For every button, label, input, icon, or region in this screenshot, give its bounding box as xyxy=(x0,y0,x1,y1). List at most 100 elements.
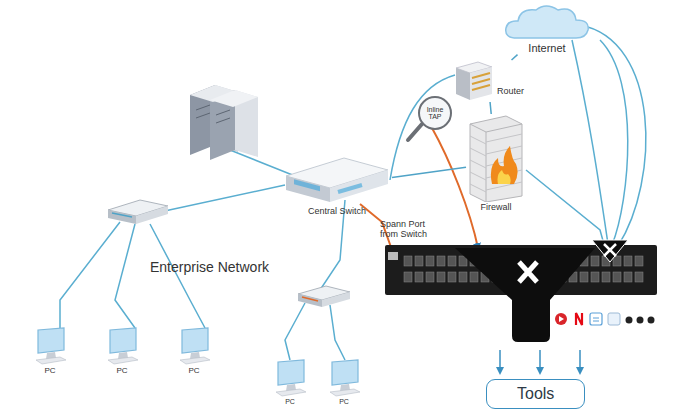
tool-arrows-part xyxy=(539,350,541,372)
port xyxy=(624,256,632,266)
app-icons-part xyxy=(648,317,655,324)
magnifier-handle xyxy=(408,124,422,140)
cloud-icon xyxy=(502,2,592,42)
port xyxy=(415,272,423,282)
network-wires-part xyxy=(526,170,605,248)
port xyxy=(426,256,434,266)
firewall-icon-part xyxy=(470,116,522,202)
router-node: Router xyxy=(452,60,524,102)
network-wires-part xyxy=(580,25,646,246)
port xyxy=(404,256,412,266)
app-icons-part xyxy=(590,313,602,325)
node-label: Router xyxy=(497,86,524,96)
app-icons-part xyxy=(637,317,644,324)
pc-node: PC xyxy=(100,326,144,375)
pc-icon-part xyxy=(330,389,360,396)
port xyxy=(459,272,467,282)
access-switch-part xyxy=(302,297,318,301)
port xyxy=(635,256,643,266)
port xyxy=(613,272,621,282)
port xyxy=(602,272,610,282)
node-label: Firewall xyxy=(480,202,511,212)
switch-icon-part xyxy=(330,170,388,202)
node-label: PC xyxy=(116,366,127,375)
packet-broker-part xyxy=(455,248,595,342)
network-wires-part xyxy=(230,150,300,178)
firewall-icon xyxy=(466,114,526,202)
router-icon xyxy=(452,60,494,102)
cloud-icon-part xyxy=(506,6,589,38)
port xyxy=(437,256,445,266)
router-icon-part xyxy=(456,68,470,100)
router-icon-part xyxy=(472,73,490,90)
network-wires-part xyxy=(160,185,285,212)
network-wires-part xyxy=(60,222,120,328)
pc-node: PC xyxy=(322,358,366,406)
packet-broker-part xyxy=(519,262,537,282)
server-rack xyxy=(190,85,258,160)
access-switch-part xyxy=(322,292,350,307)
port xyxy=(448,256,456,266)
tool-arrows xyxy=(500,350,580,372)
node-label: PC xyxy=(44,366,55,375)
firewall-icon-part xyxy=(470,124,522,202)
port xyxy=(624,272,632,282)
port xyxy=(635,272,643,282)
pc-node: PC xyxy=(28,326,72,375)
port xyxy=(591,256,599,266)
port xyxy=(470,272,478,282)
firewall-icon-part xyxy=(491,146,518,184)
tap-leads xyxy=(360,128,478,250)
pc-icon xyxy=(102,326,142,366)
packet-broker-part xyxy=(388,252,398,260)
firewall-icon-part xyxy=(470,134,522,192)
server-rack-part xyxy=(210,90,258,107)
network-wires-part xyxy=(150,224,205,328)
switch-icon xyxy=(282,154,392,206)
firewall-node: Firewall xyxy=(466,114,526,212)
router-icon-part xyxy=(470,67,492,100)
pc-icon xyxy=(30,326,70,366)
region-label: Enterprise Network xyxy=(150,259,269,275)
pc-icon-part xyxy=(38,328,64,353)
access-switch-part xyxy=(108,210,136,224)
network-wires-part xyxy=(330,305,345,360)
server-rack-part xyxy=(196,105,230,123)
tool-arrows-part xyxy=(499,350,501,372)
cloud-node: Internet xyxy=(502,2,592,55)
sw-node: Central Switch xyxy=(282,154,392,216)
pc-node: PC xyxy=(268,358,312,406)
pc-icon-part xyxy=(276,389,306,396)
pc-node: PC xyxy=(172,326,216,375)
network-wires-part xyxy=(285,303,305,360)
node-label: PC xyxy=(285,398,295,406)
node-label: Central Switch xyxy=(308,206,366,216)
pc-icon-part xyxy=(110,328,136,353)
pc-icon xyxy=(270,358,310,398)
pc-icon-part xyxy=(108,357,138,364)
port xyxy=(580,272,588,282)
app-icons-part xyxy=(608,313,620,325)
port xyxy=(437,272,445,282)
node-label: PC xyxy=(339,398,349,406)
switch-icon-part xyxy=(286,176,330,202)
firewall-icon-part xyxy=(498,170,511,184)
pc-icon-part xyxy=(180,357,210,364)
pc-icon-part xyxy=(182,328,208,353)
node-label: PC xyxy=(188,366,199,375)
packet-broker-part xyxy=(604,244,616,256)
node-label: Inline TAP xyxy=(422,106,448,121)
tools-box: Tools xyxy=(486,379,585,409)
pc-icon xyxy=(324,358,364,398)
app-icons-part xyxy=(555,313,567,325)
app-icons xyxy=(555,313,655,325)
switch-icon-part xyxy=(338,185,362,192)
pc-icon-part xyxy=(332,360,358,385)
pc-icon-part xyxy=(36,357,66,364)
node-label: Internet xyxy=(528,42,565,55)
port xyxy=(591,272,599,282)
port xyxy=(426,272,434,282)
access-switch-part xyxy=(112,213,132,217)
inline-tap-circle: Inline TAP xyxy=(418,96,452,130)
network-wires-part xyxy=(572,40,608,244)
